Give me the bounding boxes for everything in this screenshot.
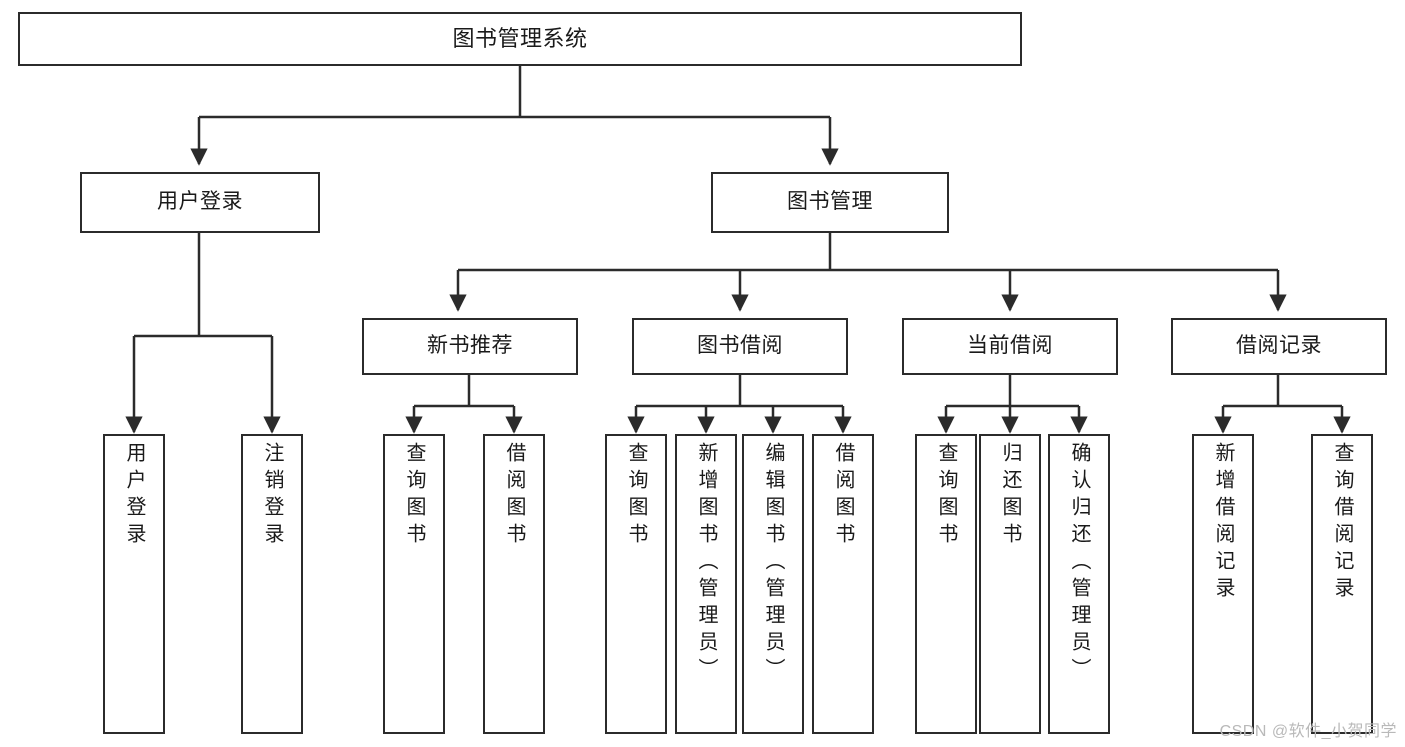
leaf-edit-book-admin[interactable]: 编辑图书（管理员） (742, 434, 804, 734)
node-label: 新增图书（管理员） (695, 442, 717, 685)
leaf-return-book[interactable]: 归还图书 (979, 434, 1041, 734)
node-root-system[interactable]: 图书管理系统 (18, 12, 1022, 66)
node-label: 注销登录 (261, 442, 283, 550)
node-label: 新增借阅记录 (1212, 442, 1234, 604)
node-label: 归还图书 (999, 442, 1021, 550)
node-label: 查询借阅记录 (1331, 442, 1353, 604)
node-label: 查询图书 (403, 442, 425, 550)
leaf-confirm-return-admin[interactable]: 确认归还（管理员） (1048, 434, 1110, 734)
node-label: 借阅记录 (1236, 334, 1322, 358)
node-label: 查询图书 (625, 442, 647, 550)
node-book-borrow[interactable]: 图书借阅 (632, 318, 848, 375)
node-label: 图书管理系统 (452, 26, 588, 52)
leaf-query-book-borrow[interactable]: 查询图书 (605, 434, 667, 734)
node-label: 新书推荐 (427, 334, 513, 358)
leaf-user-login[interactable]: 用户登录 (103, 434, 165, 734)
node-label: 确认归还（管理员） (1068, 442, 1090, 685)
node-label: 编辑图书（管理员） (762, 442, 784, 685)
node-label: 用户登录 (123, 442, 145, 550)
leaf-query-borrow-record[interactable]: 查询借阅记录 (1311, 434, 1373, 734)
watermark-text: CSDN @软件_小贺同学 (1219, 723, 1397, 740)
node-label: 借阅图书 (832, 442, 854, 550)
node-label: 借阅图书 (503, 442, 525, 550)
node-book-management[interactable]: 图书管理 (711, 172, 949, 233)
leaf-borrow-book[interactable]: 借阅图书 (812, 434, 874, 734)
node-label: 图书管理 (787, 190, 873, 214)
node-user-login[interactable]: 用户登录 (80, 172, 320, 233)
leaf-add-borrow-record[interactable]: 新增借阅记录 (1192, 434, 1254, 734)
node-borrow-record[interactable]: 借阅记录 (1171, 318, 1387, 375)
leaf-query-book-current[interactable]: 查询图书 (915, 434, 977, 734)
node-label: 查询图书 (935, 442, 957, 550)
leaf-add-book-admin[interactable]: 新增图书（管理员） (675, 434, 737, 734)
leaf-query-book-recommend[interactable]: 查询图书 (383, 434, 445, 734)
leaf-borrow-book-recommend[interactable]: 借阅图书 (483, 434, 545, 734)
node-new-book-recommend[interactable]: 新书推荐 (362, 318, 578, 375)
node-label: 图书借阅 (697, 334, 783, 358)
leaf-logout-login[interactable]: 注销登录 (241, 434, 303, 734)
node-label: 当前借阅 (967, 334, 1053, 358)
node-label: 用户登录 (157, 190, 243, 214)
node-current-borrow[interactable]: 当前借阅 (902, 318, 1118, 375)
